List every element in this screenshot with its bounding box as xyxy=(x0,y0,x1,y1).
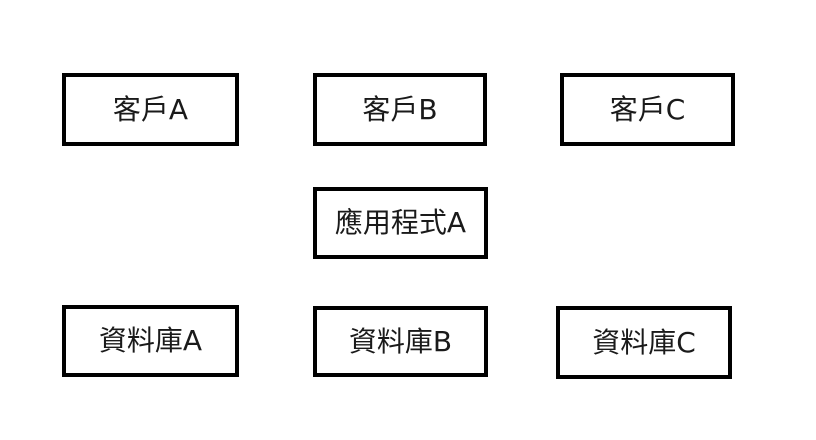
node-client-b-label: 客戶B xyxy=(362,92,438,126)
node-database-a: 資料庫A xyxy=(62,305,239,377)
node-client-a: 客戶A xyxy=(62,73,239,146)
node-client-c-label: 客戶C xyxy=(609,92,686,126)
node-client-c: 客戶C xyxy=(560,73,735,146)
node-database-c: 資料庫C xyxy=(556,306,732,379)
node-client-b: 客戶B xyxy=(313,73,487,146)
node-database-b: 資料庫B xyxy=(313,306,488,377)
node-client-a-label: 客戶A xyxy=(112,92,189,126)
node-database-a-label: 資料庫A xyxy=(98,324,203,357)
node-application-a: 應用程式A xyxy=(313,187,488,259)
node-database-c-label: 資料庫C xyxy=(592,325,696,359)
node-application-a-label: 應用程式A xyxy=(334,206,467,239)
node-database-b-label: 資料庫B xyxy=(348,324,453,358)
